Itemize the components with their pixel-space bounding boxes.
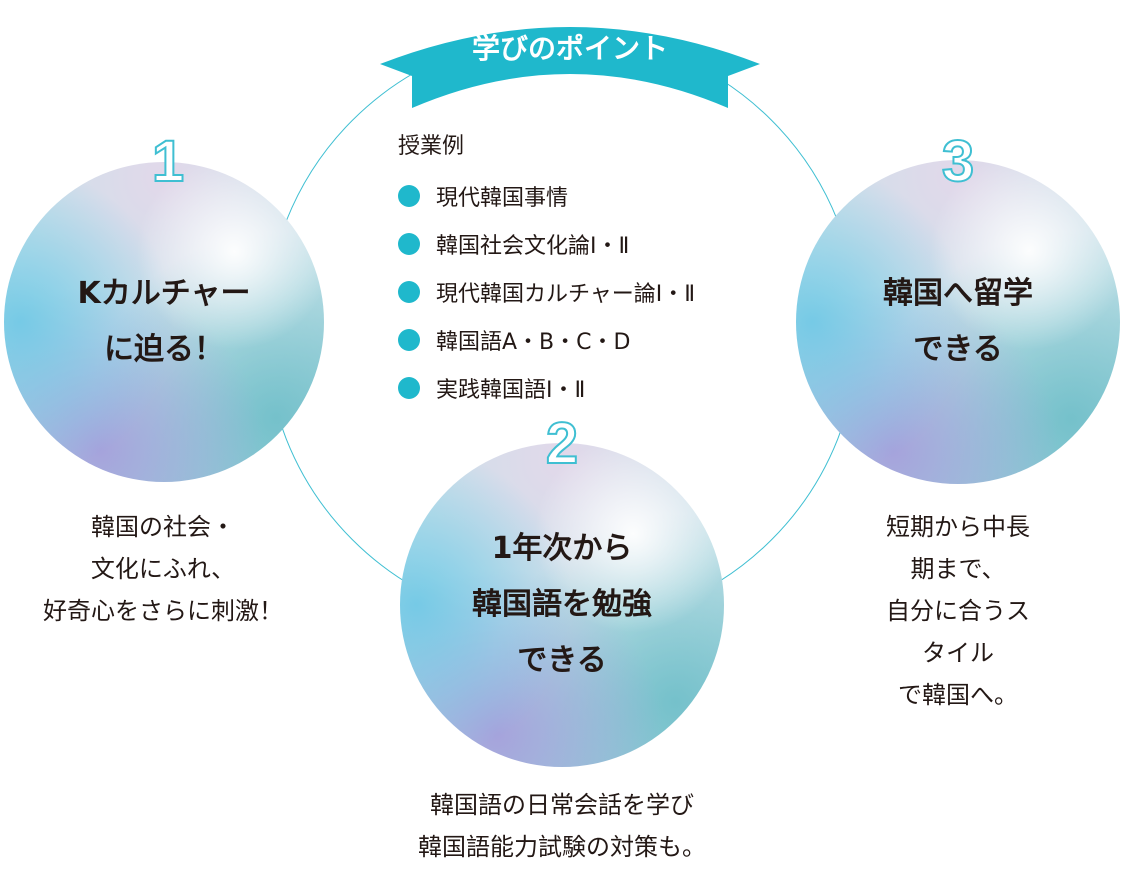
list-item: 現代韓国カルチャー論Ⅰ・Ⅱ <box>398 268 695 316</box>
point-3-number: 3 <box>941 128 975 195</box>
list-item: 現代韓国事情 <box>398 172 695 220</box>
banner-title: 学びのポイント <box>472 32 668 65</box>
point-1-number: 1 <box>151 128 185 195</box>
point-2-number: 2 <box>545 410 579 477</box>
point-3-title: 韓国へ留学 できる <box>883 276 1033 367</box>
point-1-title: Kカルチャー に迫る！ <box>77 276 251 367</box>
point-1-caption: 韓国の社会・ 文化にふれ、 好奇心をさらに刺激！ <box>43 513 283 625</box>
point-2-title: 1年次から 韓国語を勉強 できる <box>472 531 652 678</box>
bullet-icon <box>398 377 420 399</box>
point-2-caption: 韓国語の日常会話を学び 韓国語能力試験の対策も。 <box>418 791 706 861</box>
bullet-icon <box>398 185 420 207</box>
list-item: 実践韓国語Ⅰ・Ⅱ <box>398 364 695 412</box>
bullet-icon <box>398 233 420 255</box>
list-item: 韓国社会文化論Ⅰ・Ⅱ <box>398 220 695 268</box>
course-examples: 授業例 現代韓国事情 韓国社会文化論Ⅰ・Ⅱ 現代韓国カルチャー論Ⅰ・Ⅱ 韓国語A… <box>398 128 695 412</box>
point-3-caption: 短期から中長期まで、 自分に合うスタイル で韓国へ。 <box>886 513 1030 709</box>
list-item: 韓国語A・B・C・D <box>398 316 695 364</box>
point-1-sphere: Kカルチャー に迫る！ <box>4 162 324 482</box>
bullet-icon <box>398 281 420 303</box>
point-3-sphere: 韓国へ留学 できる <box>796 160 1120 484</box>
point-2-sphere: 1年次から 韓国語を勉強 できる <box>400 443 724 767</box>
bullet-icon <box>398 329 420 351</box>
course-examples-heading: 授業例 <box>398 134 465 159</box>
banner-ribbon: 学びのポイント <box>380 27 760 108</box>
